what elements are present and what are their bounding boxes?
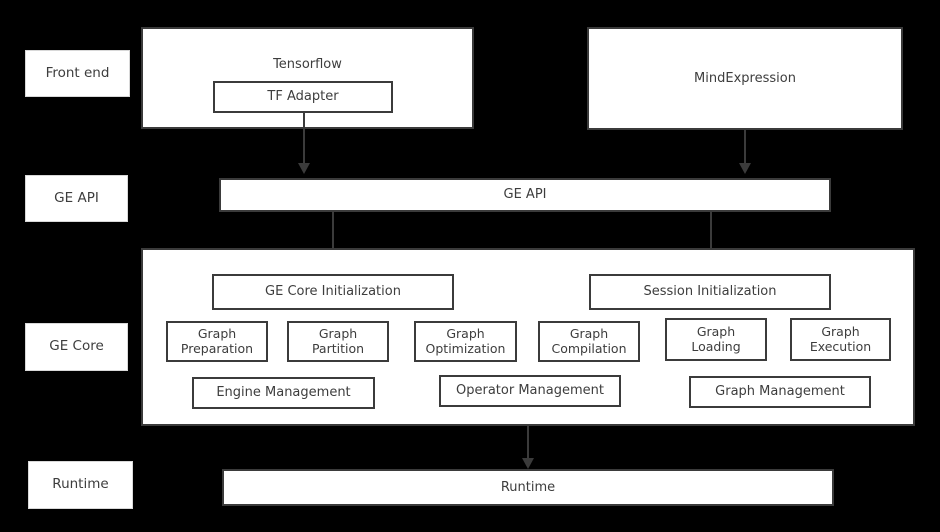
layer-label-runtime-text: Runtime [52, 476, 109, 493]
module-graph-optimization-label: Graph Optimization [425, 325, 506, 356]
module-graph-execution: Graph Execution [790, 318, 891, 361]
connector-tfadapter-to-geapi [303, 113, 305, 165]
runtime-bar-label: Runtime [500, 479, 556, 495]
layer-label-ge-api-text: GE API [54, 189, 99, 206]
tensorflow-title: Tensorflow [273, 57, 342, 72]
module-graph-loading: Graph Loading [665, 318, 767, 361]
arrowhead-gecore-to-runtime [522, 458, 534, 469]
tf-adapter-box: TF Adapter [213, 81, 393, 113]
mindexpression-label: MindExpression [694, 70, 796, 86]
module-graph-partition: Graph Partition [287, 321, 389, 362]
connector-gecore-to-runtime [527, 426, 529, 464]
module-graph-loading-label: Graph Loading [691, 323, 741, 354]
layer-label-ge-core: GE Core [25, 323, 128, 371]
layer-label-front-end: Front end [25, 50, 130, 97]
ge-api-bar: GE API [219, 178, 831, 212]
layer-label-front-end-text: Front end [45, 64, 110, 81]
connector-mindexpression-to-geapi [744, 130, 746, 165]
session-initialization-box: Session Initialization [589, 274, 831, 310]
session-initialization-label: Session Initialization [643, 284, 777, 300]
tensorflow-container: Tensorflow [141, 27, 474, 129]
arrowhead-tfadapter-to-geapi [298, 163, 310, 174]
module-graph-partition-label: Graph Partition [311, 325, 365, 356]
ge-core-initialization-box: GE Core Initialization [212, 274, 454, 310]
management-operator-label: Operator Management [456, 383, 604, 399]
runtime-bar: Runtime [222, 469, 834, 506]
ge-core-initialization-label: GE Core Initialization [265, 284, 401, 300]
module-graph-preparation: Graph Preparation [166, 321, 268, 362]
connector-geapi-to-sessioninit [710, 212, 712, 262]
management-operator: Operator Management [439, 375, 621, 407]
connector-geapi-to-gecoreinit [332, 212, 334, 262]
module-graph-compilation: Graph Compilation [538, 321, 640, 362]
tf-adapter-label: TF Adapter [267, 89, 339, 105]
management-engine: Engine Management [192, 377, 375, 409]
module-graph-execution-label: Graph Execution [809, 323, 872, 354]
ge-api-bar-label: GE API [503, 187, 547, 203]
module-graph-optimization: Graph Optimization [414, 321, 517, 362]
management-engine-label: Engine Management [216, 385, 351, 401]
module-graph-compilation-label: Graph Compilation [551, 325, 627, 356]
module-graph-preparation-label: Graph Preparation [180, 325, 254, 356]
management-graph-label: Graph Management [715, 384, 845, 400]
layer-label-ge-core-text: GE Core [49, 338, 104, 355]
arrowhead-mindexpression-to-geapi [739, 163, 751, 174]
management-graph: Graph Management [689, 376, 871, 408]
layer-label-ge-api: GE API [25, 175, 128, 222]
mindexpression-box: MindExpression [587, 27, 903, 130]
layer-label-runtime: Runtime [28, 461, 133, 509]
